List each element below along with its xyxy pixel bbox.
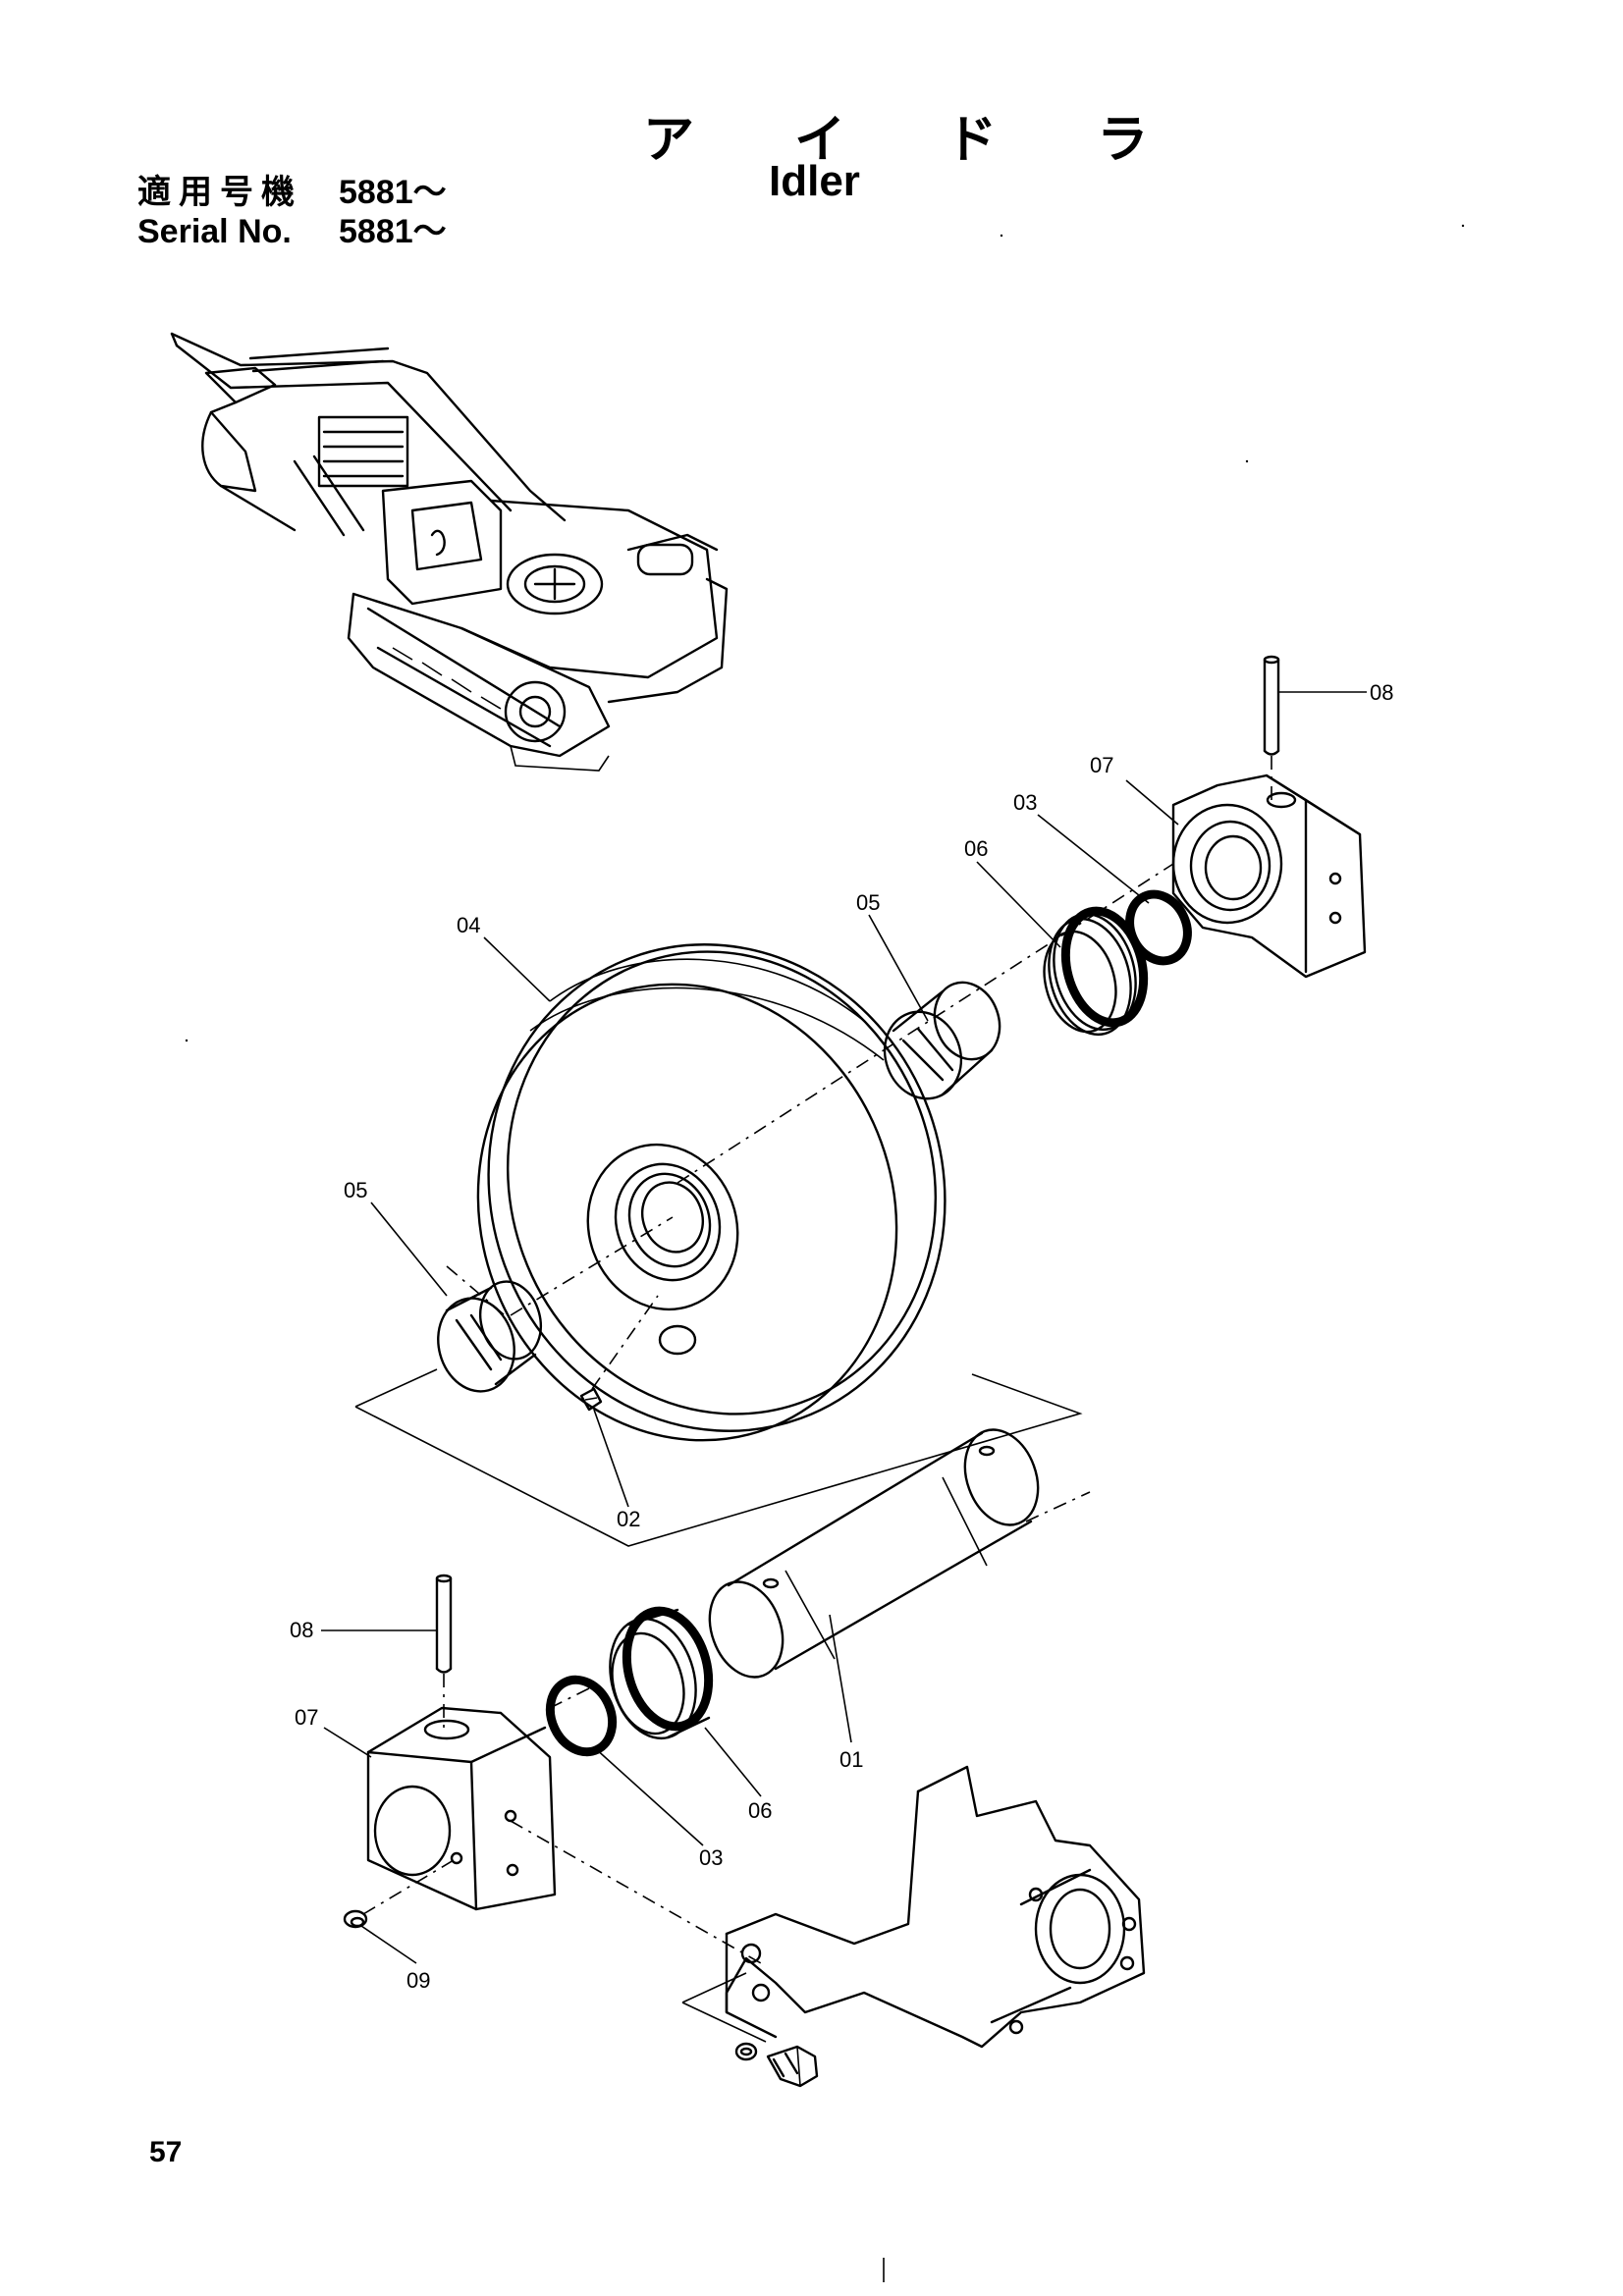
serial-label-english: Serial No. [137, 213, 292, 250]
leader-lines [321, 691, 1367, 1964]
callout-05-top: 05 [856, 890, 880, 915]
floating-seal-06-bottom [609, 1606, 714, 1740]
callout-08-bottom: 08 [290, 1618, 313, 1642]
callout-03-bottom: 03 [699, 1845, 723, 1870]
idler-wheel-04 [476, 943, 947, 1442]
shaft-01 [708, 1428, 1040, 1679]
serial-label-japanese: 適用号機 [137, 174, 302, 211]
callout-03-top: 03 [1013, 790, 1037, 815]
assembly-outline [354, 1368, 1083, 1547]
set-screw-09 [343, 1859, 455, 1929]
callout-05-left: 05 [344, 1178, 367, 1202]
plug-02 [579, 1295, 659, 1412]
serial-row-english: Serial No. 5881～ [137, 212, 447, 251]
title-english: Idler [769, 157, 860, 205]
bracket-07-top [1171, 774, 1367, 979]
serial-value-japanese: 5881～ [339, 174, 447, 211]
pin-08-top [1263, 655, 1280, 805]
bracket-07-bottom [366, 1706, 557, 1911]
floating-seal-06-top [1043, 906, 1149, 1037]
callout-07-bottom: 07 [295, 1705, 318, 1730]
pin-08-bottom [435, 1574, 453, 1728]
callout-06-top: 06 [964, 836, 988, 861]
callout-06-bottom: 06 [748, 1798, 772, 1823]
idler-yoke [510, 1765, 1146, 2049]
bushing-05-top [883, 981, 1001, 1100]
assembly-center-lines [446, 863, 1174, 1709]
serial-number-block: 適用号機 5881～ Serial No. 5881～ [137, 173, 447, 251]
scan-marks [185, 224, 1465, 2282]
serial-value-english: 5881～ [339, 213, 447, 250]
callout-02: 02 [617, 1507, 640, 1531]
bolt-and-washer [734, 2042, 819, 2088]
title-japanese: ア イ ド ラ [643, 111, 1190, 170]
serial-row-japanese: 適用号機 5881～ [137, 173, 447, 212]
bushing-05-left [437, 1280, 542, 1393]
excavator-illustration [170, 332, 729, 772]
callout-07-top: 07 [1090, 753, 1113, 777]
callout-01: 01 [839, 1747, 863, 1772]
callout-04: 04 [457, 913, 480, 937]
callout-08-top: 08 [1370, 680, 1393, 705]
page-number: 57 [149, 2136, 183, 2168]
callout-09: 09 [406, 1968, 430, 1993]
